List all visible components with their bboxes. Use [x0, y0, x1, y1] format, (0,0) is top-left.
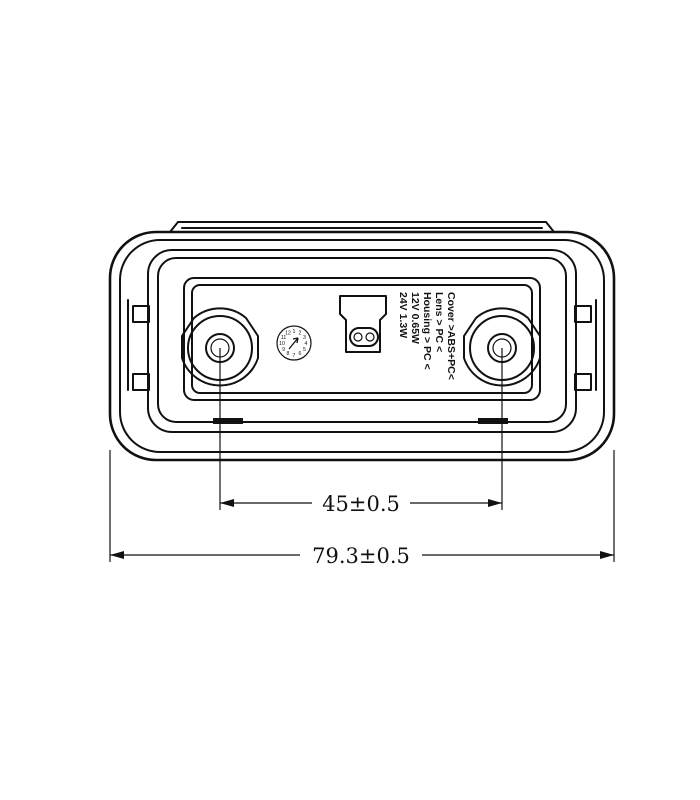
spec-label: Cover >ABS+PC< Lens > PC < Housing > PC … — [397, 292, 457, 380]
dial-number: 5 — [303, 347, 306, 353]
dial-number: 4 — [305, 341, 308, 347]
dimension-outer-label: 79.3±0.5 — [312, 544, 410, 568]
dimension-inner-label: 45±0.5 — [322, 492, 400, 516]
spec-line-24v: 24V 1.3W — [397, 292, 409, 338]
dial-number: 7 — [293, 353, 296, 359]
arrow-icon — [288, 337, 299, 350]
housing-outline — [108, 221, 616, 462]
spec-line-12v: 12V 0.65W — [409, 292, 421, 344]
spec-line-cover: Cover >ABS+PC< — [445, 292, 457, 380]
dimension-outer: 79.3±0.5 — [109, 450, 615, 568]
dial-number: 6 — [299, 351, 302, 357]
dial-number: 11 — [281, 335, 286, 341]
dimension-inner: 45±0.5 — [219, 348, 503, 516]
cover-frame — [127, 249, 597, 433]
spec-line-lens: Lens > PC < — [433, 292, 445, 352]
dial-number: 3 — [303, 335, 306, 341]
dial-number: 1 — [293, 329, 296, 335]
dial-number: 12 — [285, 330, 291, 336]
connector-icon — [339, 295, 387, 353]
dial-number: 10 — [279, 341, 285, 347]
dial-number: 8 — [287, 351, 290, 357]
dial-number: 2 — [299, 330, 302, 336]
dial-number: 9 — [282, 347, 285, 353]
spec-line-housing: Housing > PC < — [421, 292, 433, 370]
